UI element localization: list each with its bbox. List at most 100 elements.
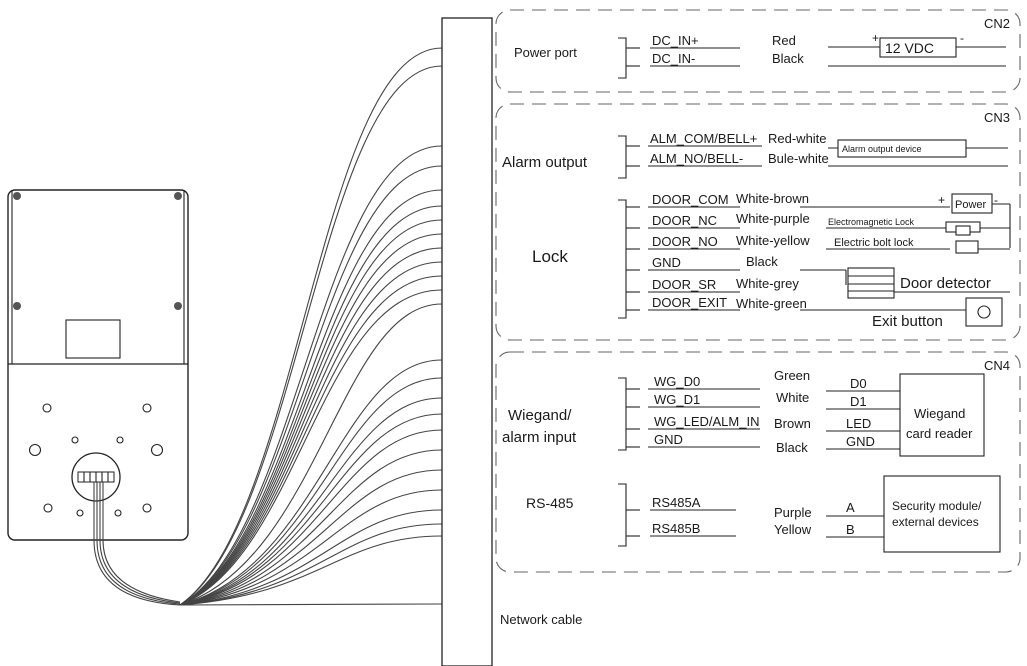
wg-pin-1: WG_D0: [654, 374, 700, 389]
wire-9: [179, 247, 443, 606]
wire-color-red-white: Red-white: [768, 131, 827, 146]
pin-dc-in-plus: DC_IN+: [652, 33, 699, 48]
module-label-2: external devices: [892, 515, 979, 529]
term-a: A: [846, 500, 855, 515]
reader-label-1: Wiegand: [914, 406, 965, 421]
wire-23: [179, 523, 443, 606]
lock-pin-5: DOOR_SR: [652, 277, 716, 292]
lock-pin-2: DOOR_NC: [652, 213, 717, 228]
alarm-output-device-label: Alarm output device: [842, 144, 922, 154]
lock-power-plus: +: [938, 193, 945, 207]
wire-18: [179, 429, 443, 606]
door-detector-label: Door detector: [900, 275, 991, 292]
supply-12vdc-label: 12 VDC: [885, 40, 934, 56]
exit-button-label: Exit button: [872, 313, 943, 330]
wire-color-white-brown: White-brown: [736, 191, 809, 206]
network-cable-label: Network cable: [500, 612, 582, 627]
wire-color-white-purple: White-purple: [736, 211, 810, 226]
lock-pin-6: DOOR_EXIT: [652, 295, 727, 310]
wg-pin-2: WG_D1: [654, 392, 700, 407]
cable-bundle: [93, 482, 181, 606]
wire-14: [179, 359, 443, 606]
wire-color-black-lock: Black: [746, 254, 778, 269]
wire-color-yellow: Yellow: [774, 522, 812, 537]
terminal-strip: [441, 17, 493, 666]
reader-label-2: card reader: [906, 426, 973, 441]
supply-minus: -: [960, 31, 964, 45]
bolt-lock-label: Electric bolt lock: [834, 237, 914, 249]
screw-mid-right: [174, 302, 182, 310]
wire-19: [179, 449, 443, 606]
cn4-section: CN4 Wiegand/ alarm input WG_D0WG_D1WG_LE…: [495, 351, 1021, 573]
lock-pin-3: DOOR_NO: [652, 234, 718, 249]
wire-7: [179, 219, 443, 606]
lock-label: Lock: [532, 247, 568, 266]
alarm-output-label: Alarm output: [502, 154, 588, 171]
pin-rs485b: RS485B: [652, 521, 700, 536]
pin-alm-no-bell-minus: ALM_NO/BELL-: [650, 151, 743, 166]
wire-17: [179, 413, 443, 606]
cn3-section: CN3 Alarm output ALM_COM/BELL+ ALM_NO/BE…: [495, 103, 1021, 341]
cn3-tag: CN3: [984, 110, 1010, 125]
rs485-label: RS-485: [526, 495, 574, 511]
wire-5: [179, 189, 443, 606]
wire-24: [179, 535, 443, 606]
term-gnd: GND: [846, 434, 875, 449]
cn4-tag: CN4: [984, 358, 1010, 373]
cn2-tag: CN2: [984, 16, 1010, 31]
lock-power-label: Power: [955, 199, 987, 211]
wire-color-white-grey: White-grey: [736, 276, 799, 291]
device-rear-view: [7, 189, 189, 541]
pin-dc-in-minus: DC_IN-: [652, 51, 695, 66]
wire-22: [179, 509, 443, 606]
wire-12: [179, 289, 443, 606]
screw-top-right: [174, 192, 182, 200]
power-port-label: Power port: [514, 45, 577, 60]
device-label-window: [65, 319, 121, 359]
wire-color-white-green: White-green: [736, 296, 807, 311]
wg-pin-4: GND: [654, 432, 683, 447]
wire-color-black-wg: Black: [776, 440, 808, 455]
pin-alm-com-bell-plus: ALM_COM/BELL+: [650, 131, 757, 146]
lock-power-minus: -: [994, 193, 998, 207]
wire-color-brown: Brown: [774, 416, 811, 431]
wire-20: [179, 469, 443, 606]
wire-25: [179, 603, 443, 606]
term-led: LED: [846, 416, 871, 431]
supply-plus: +: [872, 31, 879, 45]
pin-rs485a: RS485A: [652, 495, 701, 510]
wire-color-red: Red: [772, 33, 796, 48]
em-lock-label: Electromagnetic Lock: [828, 217, 915, 227]
wire-15: [179, 377, 443, 606]
wiegand-label-1: Wiegand/: [508, 407, 572, 424]
wire-6: [179, 205, 443, 606]
wire-fan: [179, 47, 443, 606]
wire-1: [179, 47, 443, 606]
wire-color-white-yellow: White-yellow: [736, 233, 810, 248]
wire-11: [179, 275, 443, 606]
wire-color-green: Green: [774, 368, 810, 383]
wire-color-purple: Purple: [774, 505, 812, 520]
wire-color-black: Black: [772, 51, 804, 66]
lock-pin-1: DOOR_COM: [652, 192, 729, 207]
term-d0: D0: [850, 376, 867, 391]
wire-3: [179, 145, 443, 606]
wg-pin-3: WG_LED/ALM_IN: [654, 414, 759, 429]
wire-8: [179, 233, 443, 606]
wire-21: [179, 489, 443, 606]
wire-13: [179, 303, 443, 606]
lock-pin-4: GND: [652, 255, 681, 270]
screw-mid-left: [13, 302, 21, 310]
wire-2: [179, 65, 443, 606]
term-d1: D1: [850, 394, 867, 409]
wire-10: [179, 261, 443, 606]
wire-color-white: White: [776, 390, 809, 405]
wire-4: [179, 165, 443, 606]
module-label-1: Security module/: [892, 499, 982, 513]
term-b: B: [846, 522, 855, 537]
screw-top-left: [13, 192, 21, 200]
wire-color-bule-white: Bule-white: [768, 151, 829, 166]
cn2-section: CN2 Power port DC_IN+ DC_IN- Red Black 1…: [495, 9, 1021, 93]
wiegand-label-2: alarm input: [502, 429, 577, 446]
security-module-box: [883, 475, 1001, 553]
